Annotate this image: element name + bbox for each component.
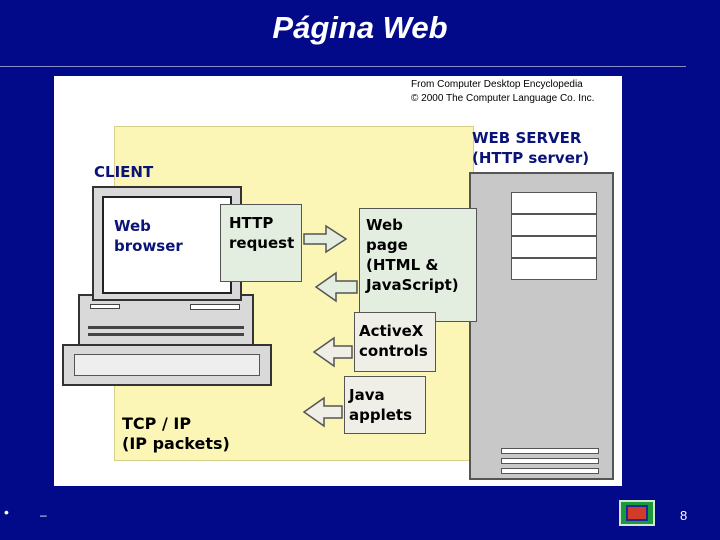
keyboard-icon xyxy=(62,344,272,386)
footer-dash: – xyxy=(40,508,47,522)
webpage-line-4: JavaScript) xyxy=(366,276,459,294)
server-label-line-2: (HTTP server) xyxy=(472,149,590,167)
browser-label-line-2: browser xyxy=(114,237,183,255)
monitor-icon: Web browser xyxy=(92,186,242,301)
logo-mark xyxy=(626,505,648,521)
server-drive-bay xyxy=(511,258,597,280)
http-request-label: HTTP request xyxy=(229,213,294,253)
http-label-line-1: HTTP xyxy=(229,214,274,232)
client-label: CLIENT xyxy=(94,163,154,181)
figure-credit: From Computer Desktop Encyclopedia © 200… xyxy=(411,78,594,106)
credit-line-1: From Computer Desktop Encyclopedia xyxy=(411,79,583,90)
java-line-2: applets xyxy=(349,406,413,424)
server-label: WEB SERVER (HTTP server) xyxy=(472,128,589,168)
activex-label: ActiveX controls xyxy=(359,321,428,361)
computer-case-icon xyxy=(78,294,254,346)
webpage-line-2: page xyxy=(366,236,408,254)
activex-line-2: controls xyxy=(359,342,428,360)
server-tower-icon xyxy=(469,172,614,480)
java-box: Java applets xyxy=(344,376,426,434)
http-label-line-2: request xyxy=(229,234,295,252)
logo-icon xyxy=(619,500,655,526)
java-line-1: Java xyxy=(349,386,385,404)
right-arrow-icon xyxy=(303,224,348,254)
slide-title: Página Web xyxy=(272,10,448,45)
server-drive-bay xyxy=(511,192,597,214)
webpage-line-1: Web xyxy=(366,216,403,234)
server-label-line-1: WEB SERVER xyxy=(472,129,582,147)
browser-label-line-1: Web xyxy=(114,217,151,235)
server-vent xyxy=(501,458,599,464)
http-request-box: HTTP request xyxy=(220,204,302,282)
case-line xyxy=(88,333,244,336)
tcp-line-2: (IP packets) xyxy=(122,434,230,453)
java-label: Java applets xyxy=(349,385,412,425)
footer-bullet: • xyxy=(4,504,9,520)
case-line xyxy=(88,326,244,329)
server-drive-bay xyxy=(511,236,597,258)
diagram-figure: From Computer Desktop Encyclopedia © 200… xyxy=(54,76,622,486)
tcp-line-1: TCP / IP xyxy=(122,414,192,433)
server-vent xyxy=(501,468,599,474)
left-arrow-icon xyxy=(312,336,353,368)
floppy-slot xyxy=(90,304,120,309)
monitor-screen: Web browser xyxy=(102,196,232,294)
drive-slot xyxy=(190,304,240,310)
left-arrow-icon xyxy=(314,271,358,303)
web-page-box: Web page (HTML & JavaScript) xyxy=(359,208,477,322)
page-number: 8 xyxy=(680,508,688,523)
arrows-layer xyxy=(302,224,358,428)
server-vent xyxy=(501,448,599,454)
web-page-label: Web page (HTML & JavaScript) xyxy=(366,215,459,295)
browser-label: Web browser xyxy=(114,216,183,256)
activex-line-1: ActiveX xyxy=(359,322,424,340)
server-drive-bay xyxy=(511,214,597,236)
title-divider xyxy=(0,66,686,67)
activex-box: ActiveX controls xyxy=(354,312,436,372)
webpage-line-3: (HTML & xyxy=(366,256,439,274)
tcp-ip-label: TCP / IP (IP packets) xyxy=(122,414,230,454)
keyboard-keys xyxy=(74,354,260,376)
credit-line-2: © 2000 The Computer Language Co. Inc. xyxy=(411,93,595,104)
left-arrow-icon xyxy=(302,396,343,428)
